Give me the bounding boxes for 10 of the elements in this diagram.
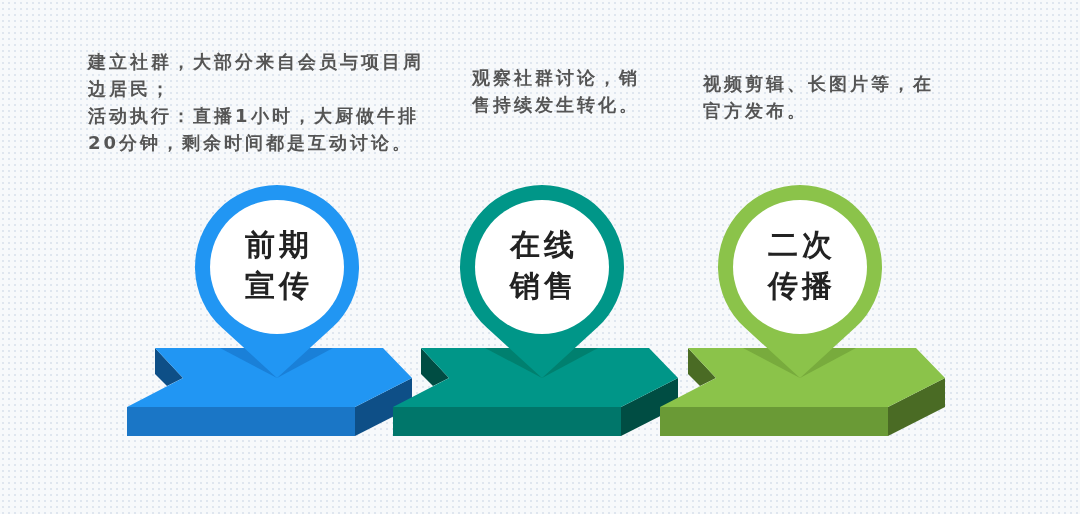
stage-title: 在线销售 — [508, 226, 579, 305]
description-text: 观察社群讨论，销售持续发生转化。 — [472, 66, 641, 117]
stage-title: 前期宣传 — [244, 226, 314, 305]
location-pin — [193, 183, 361, 381]
description-text: 活动执行：直播1小时，大厨做牛排20分钟，剩余时间都是互动讨论。 — [88, 104, 420, 155]
description-text: 视频剪辑、长图片等，在官方发布。 — [703, 72, 935, 123]
location-pin — [458, 183, 626, 381]
stage-title: 二次传播 — [766, 226, 837, 305]
location-pin — [716, 183, 884, 381]
description-text: 建立社群，大部分来自会员与项目周边居民； — [88, 50, 425, 101]
